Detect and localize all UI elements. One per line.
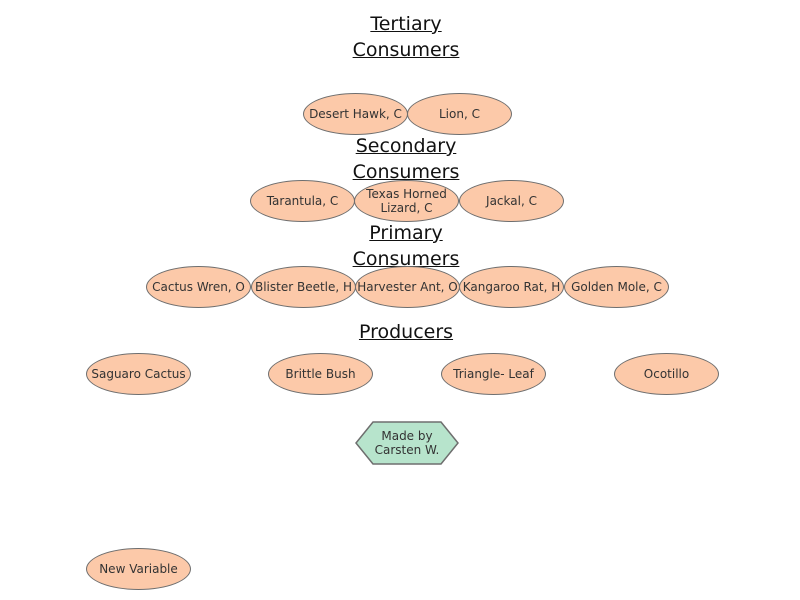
- node-ocotillo[interactable]: Ocotillo: [614, 353, 719, 395]
- node-saguaro-cactus[interactable]: Saguaro Cactus: [86, 353, 191, 395]
- node-blister-beetle[interactable]: Blister Beetle, H: [251, 266, 356, 308]
- node-jackal[interactable]: Jackal, C: [459, 180, 564, 222]
- heading-secondary-consumers: Secondary Consumers: [352, 135, 460, 183]
- node-desert-hawk[interactable]: Desert Hawk, C: [303, 93, 408, 135]
- credit-hexagon[interactable]: Made by Carsten W.: [355, 421, 459, 465]
- heading-producers: Producers: [358, 321, 454, 343]
- node-harvester-ant[interactable]: Harvester Ant, O: [355, 266, 460, 308]
- hexagon-shape: [355, 421, 459, 465]
- node-kangaroo-rat[interactable]: Kangaroo Rat, H: [459, 266, 564, 308]
- node-brittle-bush[interactable]: Brittle Bush: [268, 353, 373, 395]
- node-texas-horned-lizard[interactable]: Texas Horned Lizard, C: [354, 180, 459, 222]
- heading-tertiary-consumers: Tertiary Consumers: [352, 13, 460, 61]
- node-new-variable[interactable]: New Variable: [86, 548, 191, 590]
- node-tarantula[interactable]: Tarantula, C: [250, 180, 355, 222]
- node-cactus-wren[interactable]: Cactus Wren, O: [146, 266, 251, 308]
- node-triangle-leaf[interactable]: Triangle- Leaf: [441, 353, 546, 395]
- node-golden-mole[interactable]: Golden Mole, C: [564, 266, 669, 308]
- node-lion[interactable]: Lion, C: [407, 93, 512, 135]
- heading-primary-consumers: Primary Consumers: [352, 222, 460, 270]
- credit-text: Made by Carsten W.: [374, 429, 440, 457]
